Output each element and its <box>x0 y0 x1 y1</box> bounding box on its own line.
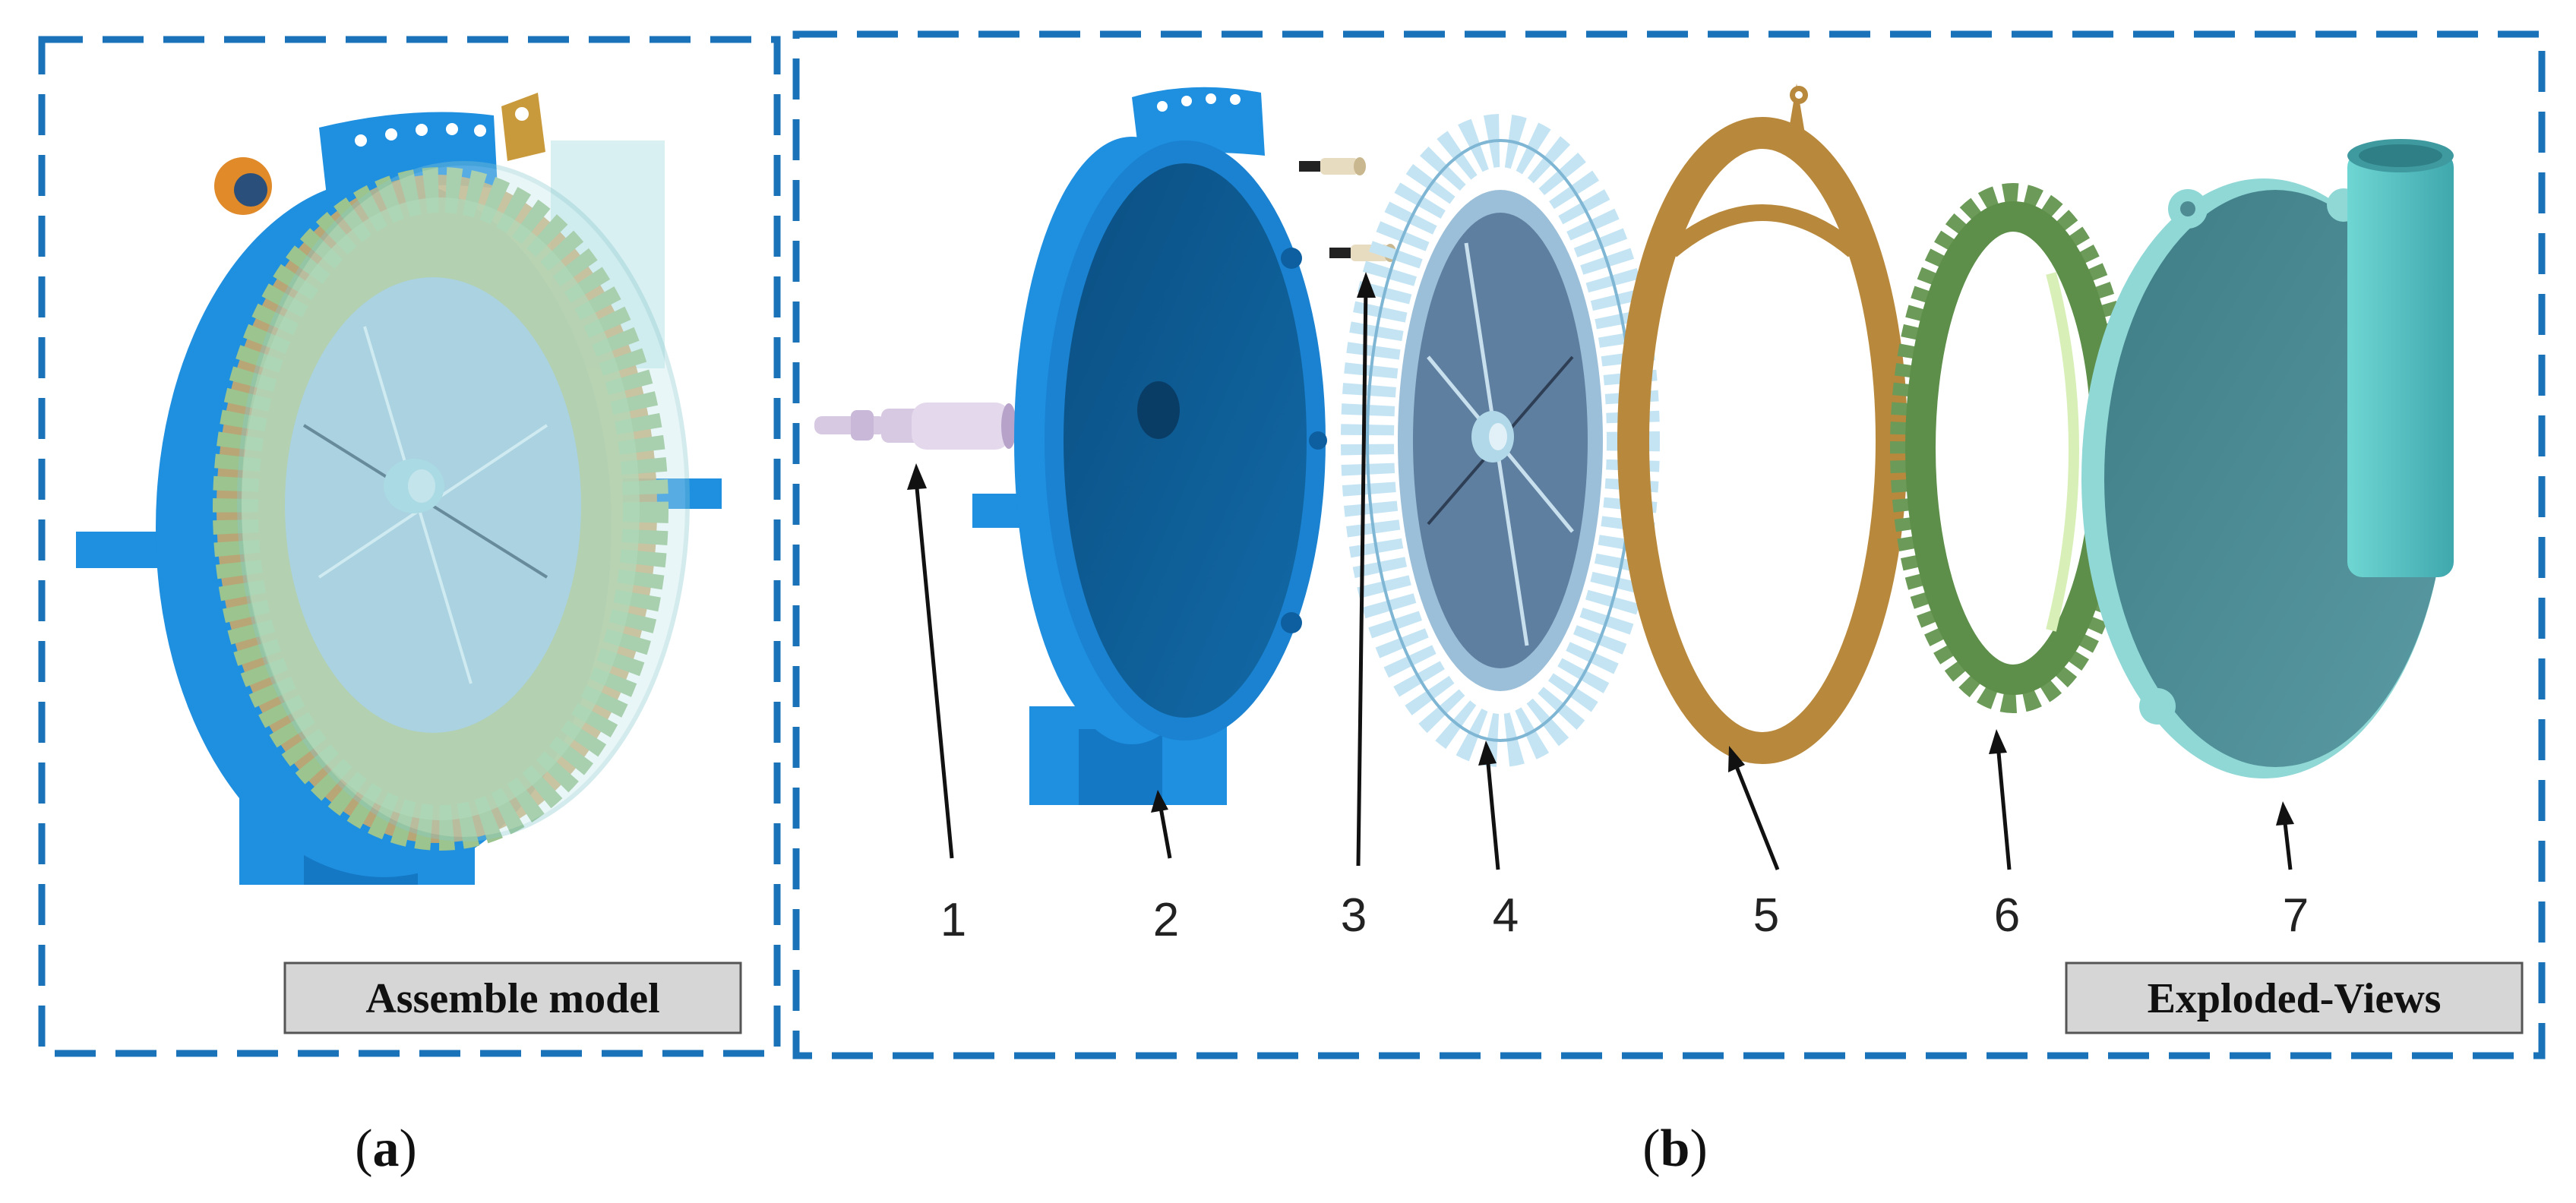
callout-6: 6 <box>1994 889 2020 942</box>
callout-4: 4 <box>1493 889 1519 942</box>
callout-2: 2 <box>1153 894 1179 946</box>
assembled-gear-ring <box>213 167 668 851</box>
assemble-model-label-box <box>283 961 742 1034</box>
panel-a-frame <box>38 36 781 1057</box>
callout-arrows <box>907 272 2294 870</box>
assembled-pump-model <box>76 93 722 885</box>
part-4-impeller <box>1341 114 1660 767</box>
exploded-views-label: Exploded-Views <box>2148 975 2442 1022</box>
panel-a: Assemble model (a) <box>38 36 781 1178</box>
panel-a-caption: (a) <box>355 1119 417 1178</box>
part-7-front-cover <box>2081 139 2454 778</box>
panel-b: 1 2 3 4 5 6 7 Exploded-Views (b) <box>792 30 2546 1178</box>
assemble-model-label: Assemble model <box>365 975 659 1022</box>
panel-b-frame <box>792 30 2546 1059</box>
assembled-cover-translucent <box>237 161 690 841</box>
part-1-shaft <box>814 403 1016 450</box>
outlet-pipe <box>2347 152 2454 577</box>
back-plate <box>1064 163 1307 718</box>
callout-3: 3 <box>1341 889 1367 942</box>
callout-5: 5 <box>1753 889 1779 942</box>
part-5-gasket <box>1617 84 1908 764</box>
part-2-back-housing <box>972 87 1327 805</box>
callout-1: 1 <box>940 894 966 946</box>
panel-b-caption: (b) <box>1642 1119 1708 1178</box>
callout-7: 7 <box>2283 889 2309 942</box>
exploded-views-label-box <box>2065 961 2524 1034</box>
